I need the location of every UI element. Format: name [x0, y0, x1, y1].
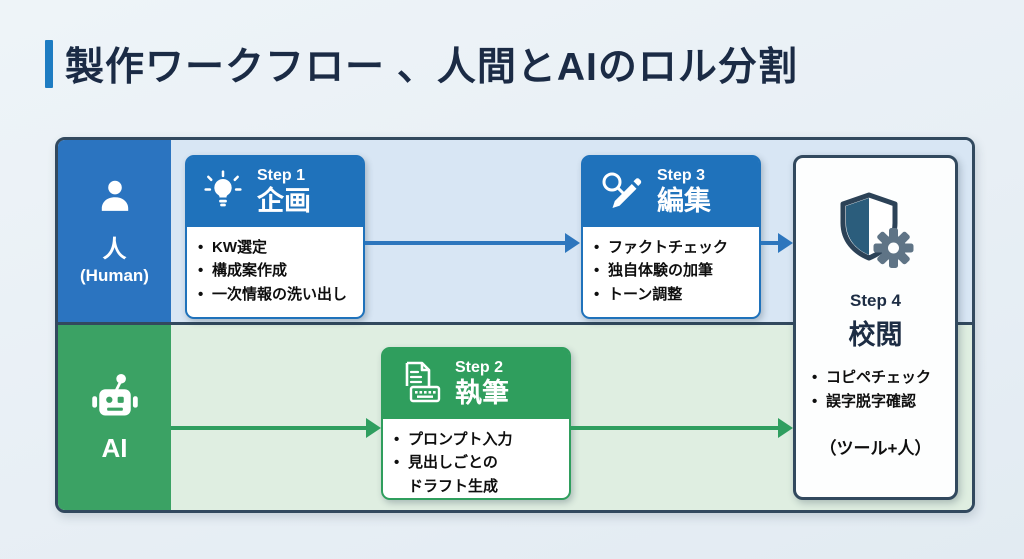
step4-bullet: コピペチェック: [810, 366, 931, 390]
step1-box: Step 1 企画 KW選定 構成案作成 一次情報の洗い出し: [185, 155, 365, 319]
step3-bullet: ファクトチェック: [591, 236, 751, 260]
step1-header: Step 1 企画: [187, 157, 363, 227]
shield-gear-icon: [833, 190, 919, 277]
robot-icon: [87, 372, 143, 429]
step2-bullet: プロンプト入力: [391, 428, 561, 452]
document-keyboard-icon: [398, 360, 442, 409]
step4-box: Step 4 校閲 コピペチェック 誤字脱字確認 （ツール+人）: [793, 155, 958, 500]
step3-box: Step 3 編集 ファクトチェック 独自体験の加筆 トーン調整: [581, 155, 761, 319]
step1-bullet: KW選定: [195, 236, 355, 260]
step4-bullet: 誤字脱字確認: [810, 390, 931, 414]
lane-human-subtitle: (Human): [80, 266, 149, 285]
step4-name: 校閲: [848, 320, 903, 350]
step1-bullet: 構成案作成: [195, 259, 355, 283]
step4-body: コピペチェック 誤字脱字確認: [796, 366, 931, 414]
step2-header: Step 2 執筆: [383, 349, 569, 419]
step4-note: （ツール+人）: [819, 439, 932, 458]
page-title: 製作ワークフロー 、人間とAIのロル分割: [65, 46, 798, 89]
step4-label: Step 4: [849, 291, 902, 310]
lane-human-title: 人: [102, 236, 127, 263]
title-accent-bar: [45, 40, 53, 88]
step1-bullet: 一次情報の洗い出し: [195, 283, 355, 307]
workflow-diagram: 人 (Human): [55, 137, 975, 513]
lightbulb-icon: [202, 169, 244, 216]
title-row: 製作ワークフロー 、人間とAIのロル分割: [45, 36, 798, 92]
step3-header: Step 3 編集: [583, 157, 759, 227]
lane-human-label: 人 (Human): [58, 140, 171, 322]
step1-label: Step 1: [257, 167, 306, 185]
lane-ai-label: AI: [58, 325, 171, 510]
step1-name: 企画: [257, 185, 311, 216]
step2-body: プロンプト入力 見出しごとの ドラフト生成: [383, 419, 569, 506]
arrow-step1-to-step3: [365, 233, 580, 253]
step3-body: ファクトチェック 独自体験の加筆 トーン調整: [583, 227, 759, 314]
lane-ai-title: AI: [101, 432, 128, 463]
person-icon: [92, 176, 138, 225]
arrow-step3-to-step4: [761, 233, 793, 253]
step3-bullet: トーン調整: [591, 283, 751, 307]
step2-bullet: 見出しごとの ドラフト生成: [391, 451, 561, 498]
arrow-ai-to-step2: [171, 418, 381, 438]
magnifier-pencil-icon: [598, 169, 644, 216]
step2-label: Step 2: [455, 359, 504, 377]
step3-label: Step 3: [657, 167, 706, 185]
step2-name: 執筆: [455, 377, 509, 408]
step3-bullet: 独自体験の加筆: [591, 259, 751, 283]
arrow-step2-to-step4: [571, 418, 793, 438]
step3-name: 編集: [657, 185, 711, 216]
step2-box: Step 2 執筆 プロンプト入力 見出しごとの ドラフト生成: [381, 347, 571, 500]
step1-body: KW選定 構成案作成 一次情報の洗い出し: [187, 227, 363, 314]
